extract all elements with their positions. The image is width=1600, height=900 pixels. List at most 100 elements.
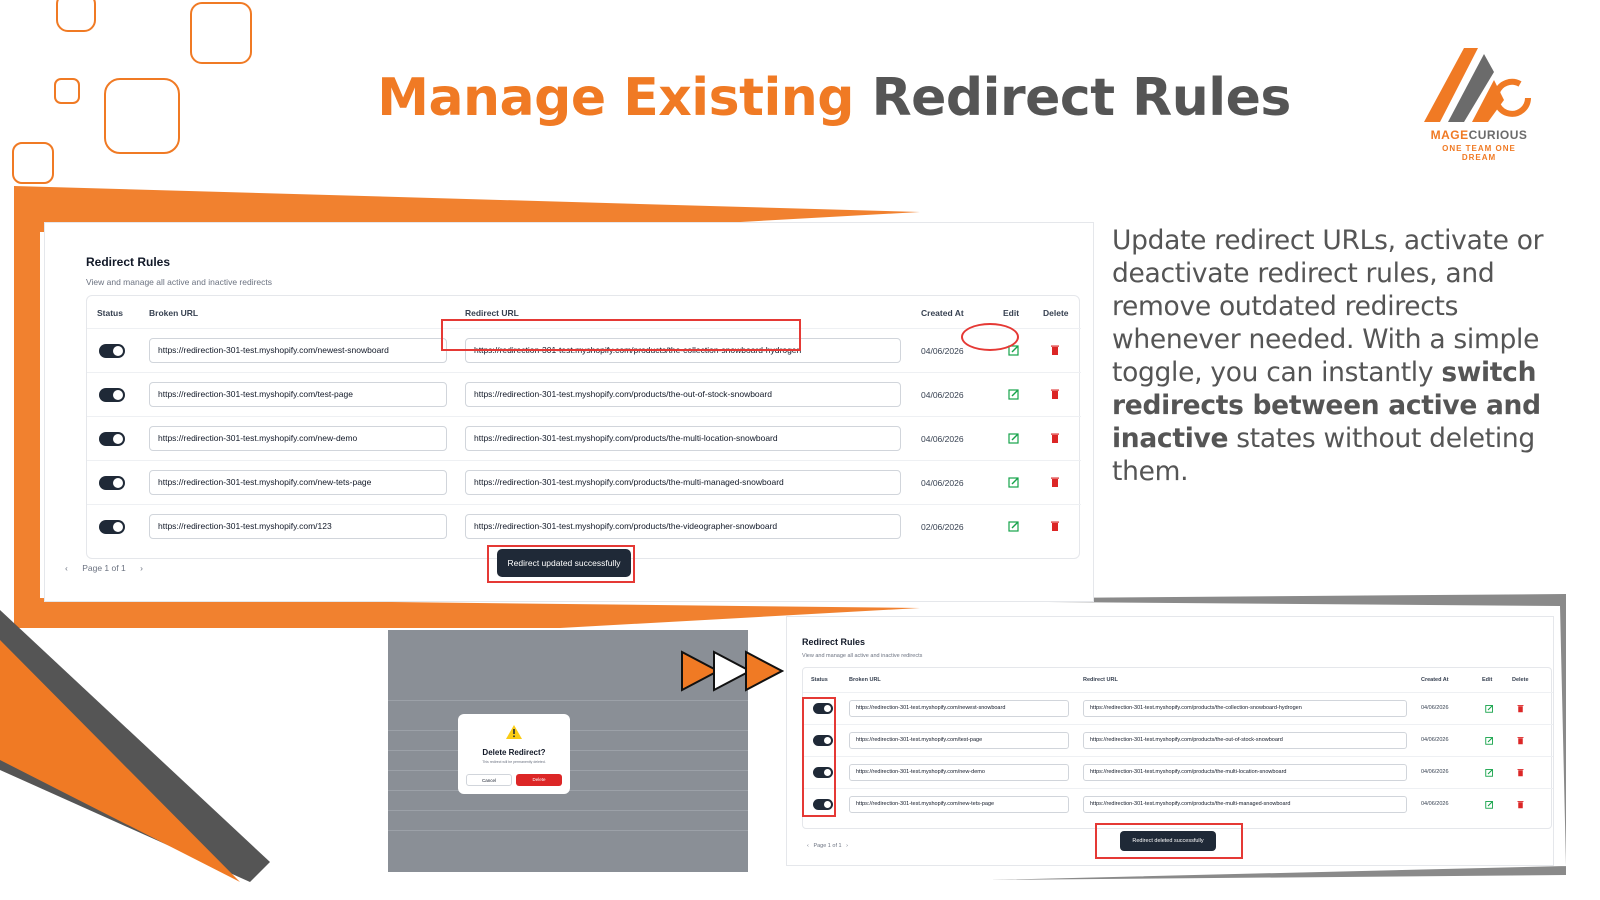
- table-row: https://redirection-301-test.myshopify.c…: [803, 692, 1553, 724]
- redirect-url-input[interactable]: https://redirection-301-test.myshopify.c…: [1083, 764, 1407, 781]
- toast-highlight: [1095, 823, 1243, 859]
- table-row: https://redirection-301-test.myshopify.c…: [87, 504, 1081, 548]
- broken-url-input[interactable]: https://redirection-301-test.myshopify.c…: [849, 732, 1069, 749]
- card-subtitle: View and manage all active and inactive …: [86, 277, 273, 287]
- col-broken-url: Broken URL: [149, 308, 199, 318]
- status-toggle[interactable]: [99, 388, 125, 402]
- arrow-right-icon: [681, 650, 784, 692]
- status-toggle[interactable]: [99, 476, 125, 490]
- broken-url-input[interactable]: https://redirection-301-test.myshopify.c…: [849, 700, 1069, 717]
- edit-icon[interactable]: [1008, 476, 1020, 488]
- description-bold: switch redirects between active and inac…: [1112, 357, 1541, 454]
- edit-icon[interactable]: [1485, 736, 1494, 745]
- col-edit: Edit: [1003, 308, 1020, 318]
- toggle-column-highlight: [802, 697, 836, 817]
- confirm-delete-button[interactable]: Delete: [516, 774, 562, 786]
- redirect-url-highlight: [441, 319, 801, 351]
- edit-icon[interactable]: [1485, 800, 1494, 809]
- created-date: 04/06/2026: [1421, 801, 1449, 807]
- col-redirect-url: Redirect URL: [1083, 677, 1118, 683]
- col-edit: Edit: [1482, 677, 1493, 683]
- next-page-button[interactable]: ›: [846, 843, 849, 849]
- logo-mark-icon: [1424, 48, 1531, 122]
- created-date: 04/06/2026: [1421, 737, 1449, 743]
- success-toast: Redirect deleted successfully: [1120, 831, 1216, 851]
- redirect-rules-card: Redirect Rules View and manage all activ…: [65, 235, 1081, 559]
- card-title: Redirect Rules: [86, 255, 171, 269]
- next-page-button[interactable]: ›: [140, 563, 143, 573]
- edit-icon[interactable]: [1485, 768, 1494, 777]
- logo-tagline: ONE TEAM ONE DREAM: [1442, 144, 1516, 162]
- status-toggle[interactable]: [99, 344, 125, 358]
- table-row: https://redirection-301-test.myshopify.c…: [87, 372, 1081, 416]
- decor-square-2: [190, 2, 252, 64]
- delete-icon[interactable]: [1516, 768, 1525, 777]
- redirect-url-input[interactable]: https://redirection-301-test.myshopify.c…: [465, 470, 901, 495]
- redirect-rules-panel: Redirect Rules View and manage all activ…: [44, 222, 1094, 602]
- prev-page-button[interactable]: ‹: [807, 843, 809, 849]
- pagination: ‹ Page 1 of 1 ›: [807, 843, 848, 849]
- status-toggle[interactable]: [99, 432, 125, 446]
- cancel-button[interactable]: Cancel: [466, 774, 512, 786]
- created-date: 04/06/2026: [921, 390, 964, 400]
- status-toggle[interactable]: [813, 735, 833, 746]
- delete-icon[interactable]: [1516, 704, 1525, 713]
- pagination: ‹ Page 1 of 1 ›: [65, 563, 155, 573]
- broken-url-input[interactable]: https://redirection-301-test.myshopify.c…: [149, 470, 447, 495]
- delete-icon[interactable]: [1049, 476, 1061, 488]
- redirect-url-input[interactable]: https://redirection-301-test.myshopify.c…: [1083, 700, 1407, 717]
- delete-icon[interactable]: [1516, 736, 1525, 745]
- created-date: 04/06/2026: [921, 478, 964, 488]
- success-toast: Redirect updated successfully: [497, 549, 631, 577]
- redirect-url-input[interactable]: https://redirection-301-test.myshopify.c…: [1083, 732, 1407, 749]
- redirect-url-input[interactable]: https://redirection-301-test.myshopify.c…: [465, 426, 901, 451]
- status-toggle[interactable]: [813, 767, 833, 778]
- delete-icon[interactable]: [1049, 344, 1061, 356]
- delete-icon[interactable]: [1049, 520, 1061, 532]
- broken-url-input[interactable]: https://redirection-301-test.myshopify.c…: [149, 426, 447, 451]
- table-row: https://redirection-301-test.myshopify.c…: [87, 416, 1081, 460]
- status-toggle[interactable]: [813, 703, 833, 714]
- status-toggle[interactable]: [99, 520, 125, 534]
- edit-icon[interactable]: [1485, 704, 1494, 713]
- title-part-main: Redirect Rules: [871, 68, 1292, 128]
- prev-page-button[interactable]: ‹: [65, 563, 68, 573]
- col-created-at: Created At: [921, 308, 964, 318]
- title-part-highlight: Manage Existing: [377, 68, 855, 128]
- broken-url-input[interactable]: https://redirection-301-test.myshopify.c…: [149, 514, 447, 539]
- logo-name-a: MAGE: [1430, 128, 1469, 142]
- broken-url-input[interactable]: https://redirection-301-test.myshopify.c…: [849, 796, 1069, 813]
- delete-modal: Delete Redirect? This redirect will be p…: [458, 714, 570, 794]
- table-row: https://redirection-301-test.myshopify.c…: [803, 724, 1553, 756]
- redirect-url-input[interactable]: https://redirection-301-test.myshopify.c…: [465, 514, 901, 539]
- redirect-url-input[interactable]: https://redirection-301-test.myshopify.c…: [465, 382, 901, 407]
- table-row: https://redirection-301-test.myshopify.c…: [87, 328, 1081, 372]
- delete-icon[interactable]: [1049, 388, 1061, 400]
- col-delete: Delete: [1512, 677, 1529, 683]
- edit-icon[interactable]: [1008, 388, 1020, 400]
- page-label: Page 1 of 1: [82, 563, 126, 573]
- dim-divider: [388, 830, 748, 831]
- table-row: https://redirection-301-test.myshopify.c…: [803, 788, 1553, 820]
- status-toggle[interactable]: [813, 799, 833, 810]
- dim-divider: [388, 810, 748, 811]
- edit-icon[interactable]: [1008, 520, 1020, 532]
- page-label: Page 1 of 1: [813, 843, 842, 849]
- edit-icon[interactable]: [1008, 432, 1020, 444]
- redirect-url-input[interactable]: https://redirection-301-test.myshopify.c…: [1083, 796, 1407, 813]
- created-date: 04/06/2026: [921, 346, 964, 356]
- warning-icon: [506, 725, 522, 739]
- col-broken-url: Broken URL: [849, 677, 881, 683]
- broken-url-input[interactable]: https://redirection-301-test.myshopify.c…: [849, 764, 1069, 781]
- edit-icon[interactable]: [1008, 344, 1020, 356]
- created-date: 04/06/2026: [921, 434, 964, 444]
- delete-icon[interactable]: [1049, 432, 1061, 444]
- card-title: Redirect Rules: [802, 637, 866, 647]
- brand-logo: MAGECURIOUS ONE TEAM ONE DREAM: [1424, 44, 1534, 162]
- broken-url-input[interactable]: https://redirection-301-test.myshopify.c…: [149, 338, 447, 363]
- dim-divider: [388, 700, 748, 701]
- broken-url-input[interactable]: https://redirection-301-test.myshopify.c…: [149, 382, 447, 407]
- delete-icon[interactable]: [1516, 800, 1525, 809]
- decor-square-4: [104, 78, 180, 154]
- created-date: 04/06/2026: [1421, 705, 1449, 711]
